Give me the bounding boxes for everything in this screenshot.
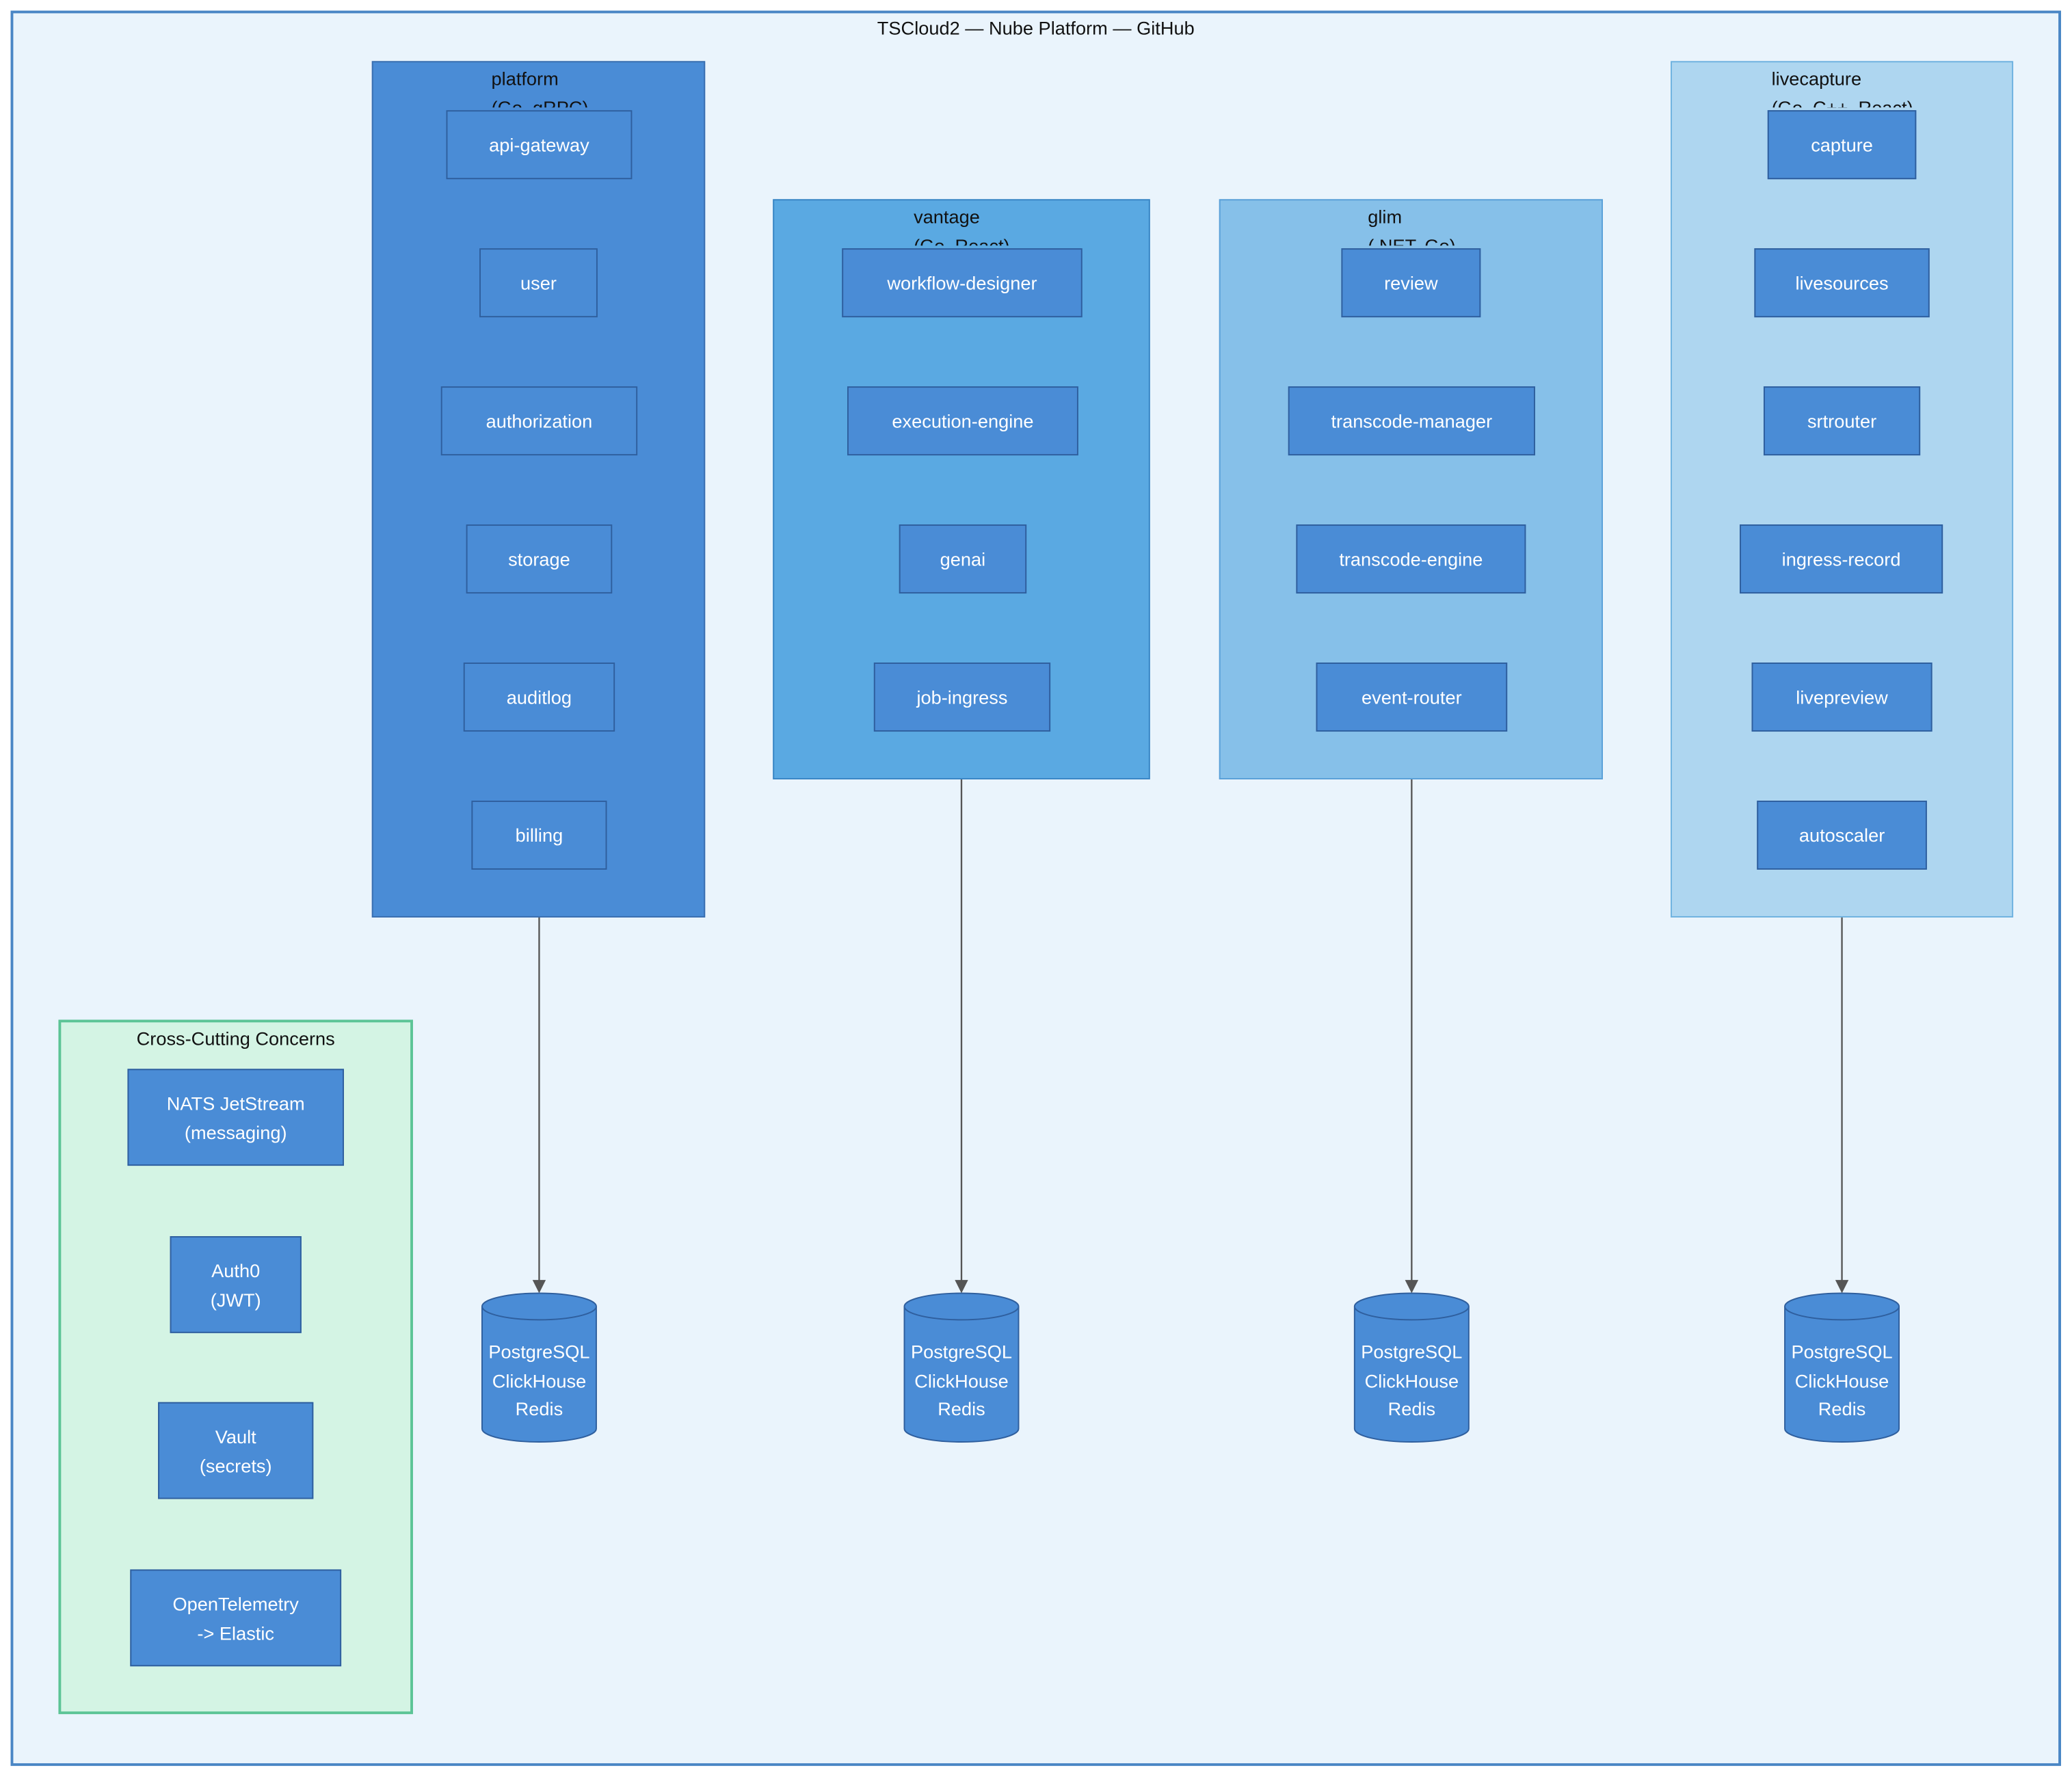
datastore-label-clickhouse: ClickHouse (914, 1369, 1009, 1391)
group-platform-name: platform (491, 68, 559, 90)
service-genai[interactable]: genai (899, 524, 1027, 594)
datastore-livecapture[interactable] (1784, 1292, 1900, 1443)
group-livecapture: livecapture (Go, C++, React) (1671, 61, 2014, 918)
datastore-platform-label: PostgreSQL ClickHouse Redis (479, 1339, 599, 1424)
service-workflow-designer[interactable]: workflow-designer (842, 248, 1083, 318)
group-vantage-name: vantage (914, 206, 980, 228)
concern-opentelemetry-line2: -> Elastic (197, 1622, 274, 1644)
service-autoscaler[interactable]: autoscaler (1757, 801, 1927, 870)
datastore-label-clickhouse: ClickHouse (1364, 1369, 1459, 1391)
datastore-label-clickhouse: ClickHouse (492, 1369, 587, 1391)
service-livesources[interactable]: livesources (1754, 248, 1930, 318)
group-vantage-title: vantage (Go, React) (914, 202, 1010, 245)
service-transcode-engine[interactable]: transcode-engine (1296, 524, 1526, 594)
diagram-title: TSCloud2 — Nube Platform — GitHub (877, 17, 1195, 39)
group-livecapture-name: livecapture (1771, 68, 1862, 90)
concern-nats-jetstream-line1: NATS JetStream (166, 1092, 305, 1114)
concern-vault-line2: (secrets) (199, 1454, 272, 1476)
concern-auth0-line1: Auth0 (211, 1259, 261, 1281)
concern-vault-line1: Vault (215, 1425, 256, 1447)
concern-opentelemetry[interactable]: OpenTelemetry -> Elastic (130, 1569, 342, 1667)
datastore-label-redis: Redis (1818, 1397, 1866, 1419)
datastore-label-redis: Redis (1387, 1397, 1436, 1419)
datastore-vantage-label: PostgreSQL ClickHouse Redis (902, 1339, 1022, 1424)
group-platform-title: platform (Go, gRPC) (492, 64, 589, 107)
datastore-glim[interactable] (1353, 1292, 1470, 1443)
concern-opentelemetry-line1: OpenTelemetry (172, 1592, 299, 1614)
service-capture[interactable]: capture (1767, 110, 1917, 180)
service-srtrouter[interactable]: srtrouter (1763, 386, 1921, 456)
service-review[interactable]: review (1341, 248, 1481, 318)
group-glim-tech: (.NET, Go) (1368, 235, 1456, 246)
group-platform-tech: (Go, gRPC) (491, 96, 589, 108)
datastore-label-postgresql: PostgreSQL (910, 1341, 1013, 1363)
datastore-label-postgresql: PostgreSQL (1361, 1341, 1463, 1363)
group-vantage-tech: (Go, React) (914, 235, 1010, 246)
datastore-glim-label: PostgreSQL ClickHouse Redis (1352, 1339, 1472, 1424)
service-transcode-manager[interactable]: transcode-manager (1288, 386, 1535, 456)
group-cross-cutting-title: Cross-Cutting Concerns (136, 1028, 335, 1049)
service-ingress-record[interactable]: ingress-record (1740, 524, 1943, 594)
concern-nats-jetstream[interactable]: NATS JetStream (messaging) (127, 1069, 344, 1166)
service-event-router[interactable]: event-router (1316, 663, 1508, 732)
service-storage[interactable]: storage (466, 524, 613, 594)
service-user[interactable]: user (479, 248, 598, 318)
group-glim-title: glim (.NET, Go) (1368, 202, 1455, 245)
datastore-label-redis: Redis (938, 1397, 985, 1419)
datastore-label-postgresql: PostgreSQL (488, 1341, 590, 1363)
concern-vault[interactable]: Vault (secrets) (158, 1402, 314, 1499)
datastore-platform[interactable] (481, 1292, 597, 1443)
datastore-label-redis: Redis (515, 1397, 563, 1419)
datastore-label-clickhouse: ClickHouse (1794, 1369, 1889, 1391)
service-execution-engine[interactable]: execution-engine (847, 386, 1078, 456)
service-authorization[interactable]: authorization (440, 386, 638, 456)
service-livepreview[interactable]: livepreview (1751, 663, 1932, 732)
datastore-vantage[interactable] (903, 1292, 1020, 1443)
concern-auth0[interactable]: Auth0 (JWT) (170, 1236, 302, 1333)
datastore-label-postgresql: PostgreSQL (1791, 1341, 1893, 1363)
service-job-ingress[interactable]: job-ingress (873, 663, 1051, 732)
group-livecapture-tech: (Go, C++, React) (1771, 96, 1913, 108)
group-glim-name: glim (1368, 206, 1403, 228)
service-billing[interactable]: billing (471, 801, 607, 870)
group-platform: platform (Go, gRPC) (371, 61, 706, 918)
service-auditlog[interactable]: auditlog (463, 663, 615, 732)
group-livecapture-title: livecapture (Go, C++, React) (1772, 64, 1913, 107)
concern-nats-jetstream-line2: (messaging) (184, 1121, 287, 1143)
datastore-livecapture-label: PostgreSQL ClickHouse Redis (1782, 1339, 1902, 1424)
concern-auth0-line2: (JWT) (210, 1288, 261, 1310)
service-api-gateway[interactable]: api-gateway (446, 110, 633, 180)
